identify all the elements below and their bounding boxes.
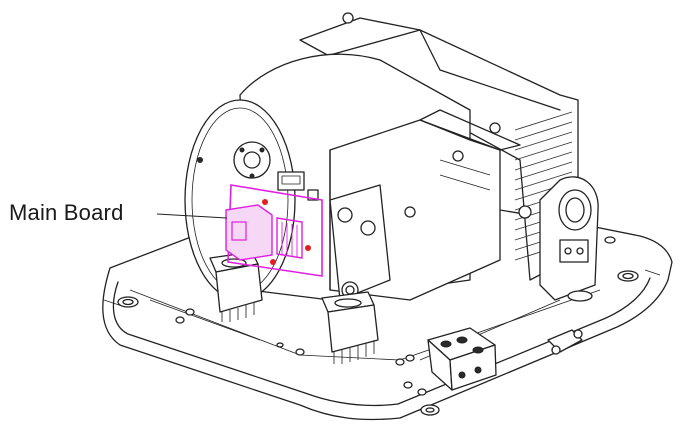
gear-housing (329, 109, 532, 301)
cable-clamp (547, 329, 583, 355)
terminal-block (427, 327, 497, 391)
main-board-label: Main Board (9, 200, 124, 225)
center-mount (321, 291, 379, 364)
main-board-chip (276, 217, 303, 259)
main-board-square-a (231, 221, 247, 241)
lens-yoke (539, 176, 599, 302)
main-board-chip-pins (281, 222, 298, 257)
label-leader-line (156, 213, 228, 219)
main-board-red-dot-3 (305, 245, 311, 251)
main-board (225, 184, 323, 277)
main-board-transformer (225, 204, 273, 261)
main-board-red-dot-1 (262, 199, 268, 205)
main-board-red-dot-2 (270, 259, 276, 265)
